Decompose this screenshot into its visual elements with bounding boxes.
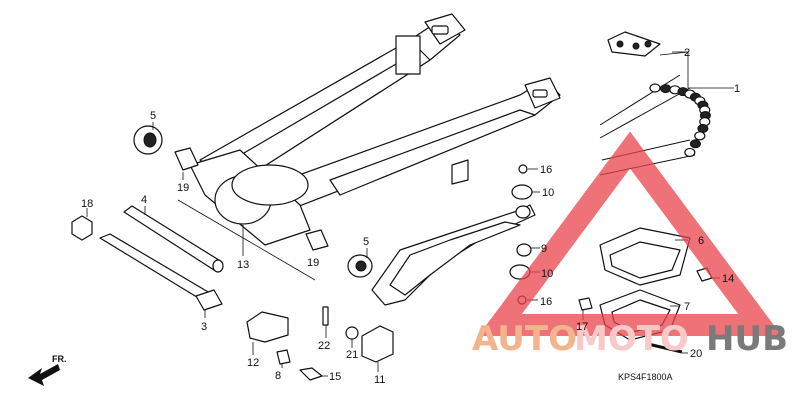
swingarm[interactable]: [189, 13, 561, 246]
chain-link: [660, 84, 672, 94]
front-direction-marker: FR.: [28, 354, 67, 386]
callout-1[interactable]: 1: [734, 83, 740, 95]
pivot-collar[interactable]: [123, 205, 224, 273]
callout-9[interactable]: 9: [541, 243, 547, 255]
callout-16b[interactable]: 16: [540, 296, 552, 308]
callout-10a[interactable]: 10: [542, 187, 554, 199]
rubber-10-upper[interactable]: [511, 184, 533, 200]
callout-11[interactable]: 11: [374, 374, 385, 386]
callout-12[interactable]: 12: [247, 357, 259, 369]
callout-4[interactable]: 4: [141, 194, 147, 206]
watermark: AUTO MOTO HUB: [472, 131, 788, 359]
callout-7[interactable]: 7: [684, 301, 690, 313]
bolt-15[interactable]: [299, 367, 323, 381]
chain-link: [689, 139, 701, 149]
callout-20[interactable]: 20: [690, 348, 702, 360]
pin-8[interactable]: [276, 349, 291, 365]
collar-11[interactable]: [361, 325, 394, 363]
bolt-16-upper[interactable]: [518, 164, 528, 174]
watermark-word-b: MOTO: [574, 319, 689, 359]
pivot-bolt[interactable]: [99, 233, 223, 311]
watermark-word-c: HUB: [706, 319, 788, 359]
washer-21[interactable]: [345, 326, 359, 340]
callouts: 1 2 3 4 5 5 6 7 8 9 10 10 11 12 13 14 15…: [81, 47, 740, 386]
bearing-upper[interactable]: [174, 147, 199, 171]
callout-8[interactable]: 8: [275, 370, 281, 382]
callout-22[interactable]: 22: [318, 340, 330, 352]
pivot-nut[interactable]: [71, 215, 93, 241]
drive-chain[interactable]: [599, 74, 711, 176]
chain-slider[interactable]: [371, 204, 536, 306]
drawing-code: KPS4F1800A: [618, 372, 673, 382]
front-label: FR.: [52, 354, 67, 364]
callout-21[interactable]: 21: [346, 349, 358, 361]
callout-5a[interactable]: 5: [150, 110, 156, 122]
callout-19a[interactable]: 19: [177, 182, 189, 194]
callout-13[interactable]: 13: [237, 259, 249, 271]
callout-15[interactable]: 15: [329, 371, 341, 383]
pin-22[interactable]: [322, 306, 329, 326]
callout-2[interactable]: 2: [684, 47, 690, 59]
dust-seal-lower[interactable]: [347, 254, 373, 278]
bolt-17[interactable]: [578, 297, 593, 311]
bolt-20[interactable]: [647, 342, 683, 354]
callout-17[interactable]: 17: [576, 321, 588, 333]
callout-18[interactable]: 18: [81, 198, 93, 210]
chain-guide-upper[interactable]: [599, 227, 691, 286]
callout-3[interactable]: 3: [201, 321, 207, 333]
callout-19b[interactable]: 19: [307, 257, 319, 269]
callout-5b[interactable]: 5: [363, 236, 369, 248]
bracket-12[interactable]: [246, 311, 289, 343]
chain-link: [684, 147, 696, 158]
callout-14[interactable]: 14: [722, 273, 734, 285]
chain-link: [694, 131, 706, 141]
watermark-word-a: AUTO: [472, 319, 577, 359]
callout-10b[interactable]: 10: [541, 268, 553, 280]
callout-16a[interactable]: 16: [540, 164, 552, 176]
chain-link: [649, 83, 661, 93]
callout-6[interactable]: 6: [698, 235, 704, 247]
dust-seal-upper[interactable]: [133, 125, 163, 155]
chain-master-link[interactable]: [607, 31, 661, 57]
bearing-lower[interactable]: [305, 229, 329, 251]
